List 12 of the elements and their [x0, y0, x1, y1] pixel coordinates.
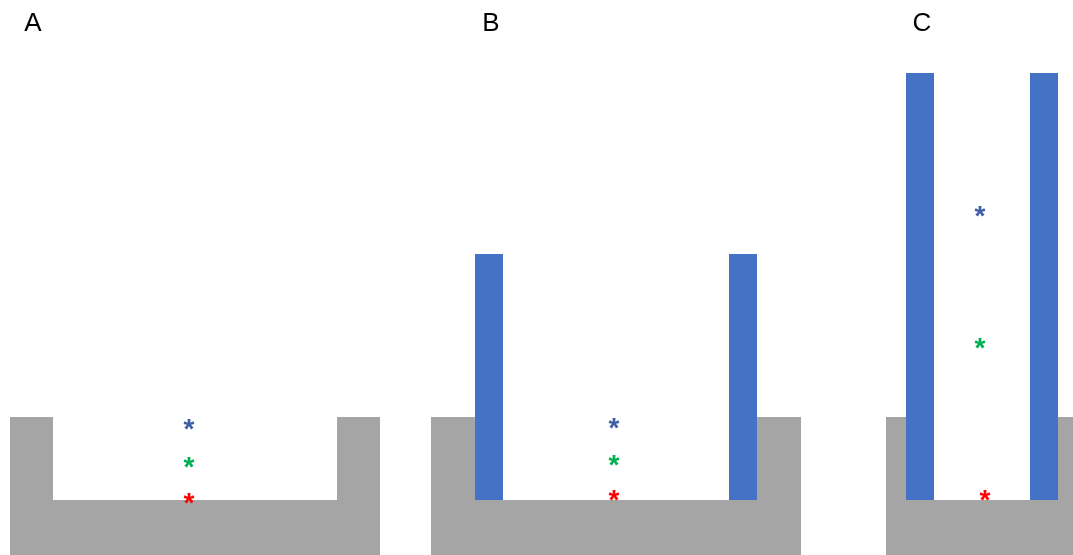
asterisk-mark: * — [608, 451, 620, 479]
asterisk-mark: * — [183, 453, 195, 481]
asterisk-mark: * — [979, 486, 991, 514]
panel-label: C — [912, 9, 932, 35]
panel-label: A — [24, 9, 42, 35]
asterisk-mark: * — [608, 486, 620, 514]
asterisk-mark: * — [974, 202, 986, 230]
asterisk-mark: * — [608, 414, 620, 442]
asterisk-mark: * — [974, 334, 986, 362]
asterisk-mark: * — [183, 415, 195, 443]
panel-label: B — [482, 9, 500, 35]
asterisk-mark: * — [183, 489, 195, 517]
